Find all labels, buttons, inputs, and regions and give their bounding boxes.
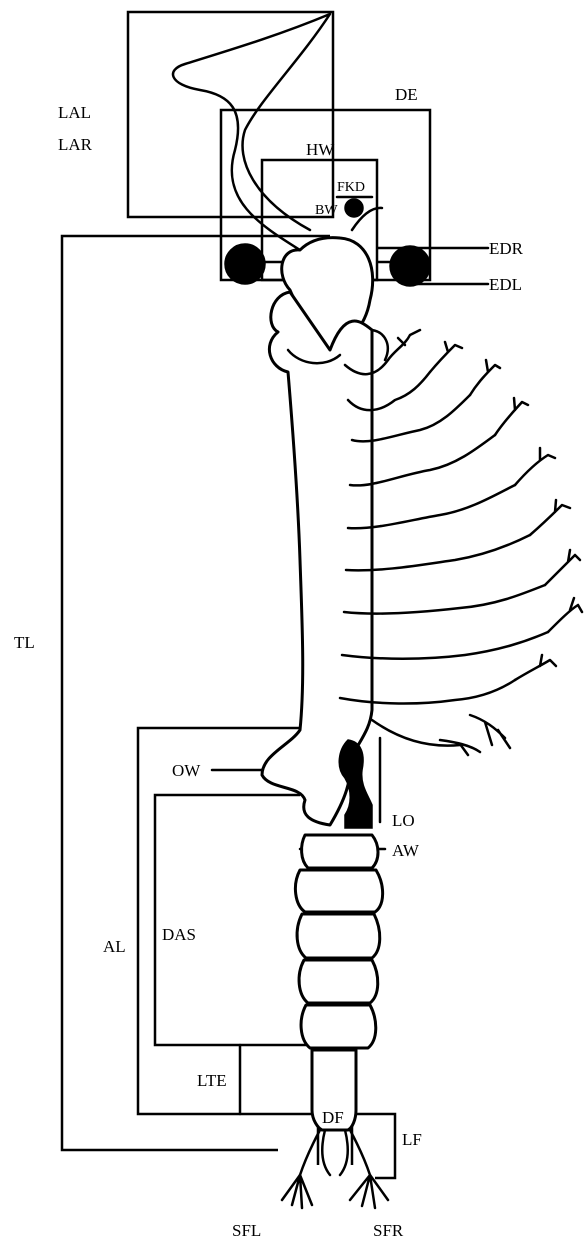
label-lal: LAL [58, 103, 91, 122]
label-sfr: SFR [373, 1221, 404, 1240]
left-compound-eye [225, 244, 265, 284]
label-al: AL [103, 937, 126, 956]
label-das: DAS [162, 925, 196, 944]
label-lo: LO [392, 811, 415, 830]
label-lte: LTE [197, 1071, 227, 1090]
right-compound-eye [390, 246, 430, 286]
abdomen [295, 835, 382, 1130]
furca [282, 1130, 388, 1208]
label-edr: EDR [489, 239, 524, 258]
left-antenna [173, 14, 330, 250]
label-lf: LF [402, 1130, 422, 1149]
label-ow: OW [172, 761, 201, 780]
label-aw: AW [392, 841, 420, 860]
label-bw: BW [315, 203, 338, 218]
label-tl: TL [14, 633, 35, 652]
antenna-length-box [128, 12, 333, 217]
naupliar-eye [345, 199, 363, 217]
thorax-right-edge [372, 330, 460, 746]
label-df: DF [322, 1108, 344, 1127]
measurement-boxes [62, 12, 488, 1178]
label-edl: EDL [489, 275, 522, 294]
label-sfl: SFL [232, 1221, 261, 1240]
label-de: DE [395, 85, 418, 104]
labels: LAL LAR DE HW FKD BW EDR EDL TL OW LO AW… [14, 85, 524, 1240]
das-frame [155, 795, 312, 1045]
thoracopods [388, 330, 582, 755]
label-fkd: FKD [337, 180, 365, 195]
label-hw: HW [306, 140, 335, 159]
label-lar: LAR [58, 135, 93, 154]
